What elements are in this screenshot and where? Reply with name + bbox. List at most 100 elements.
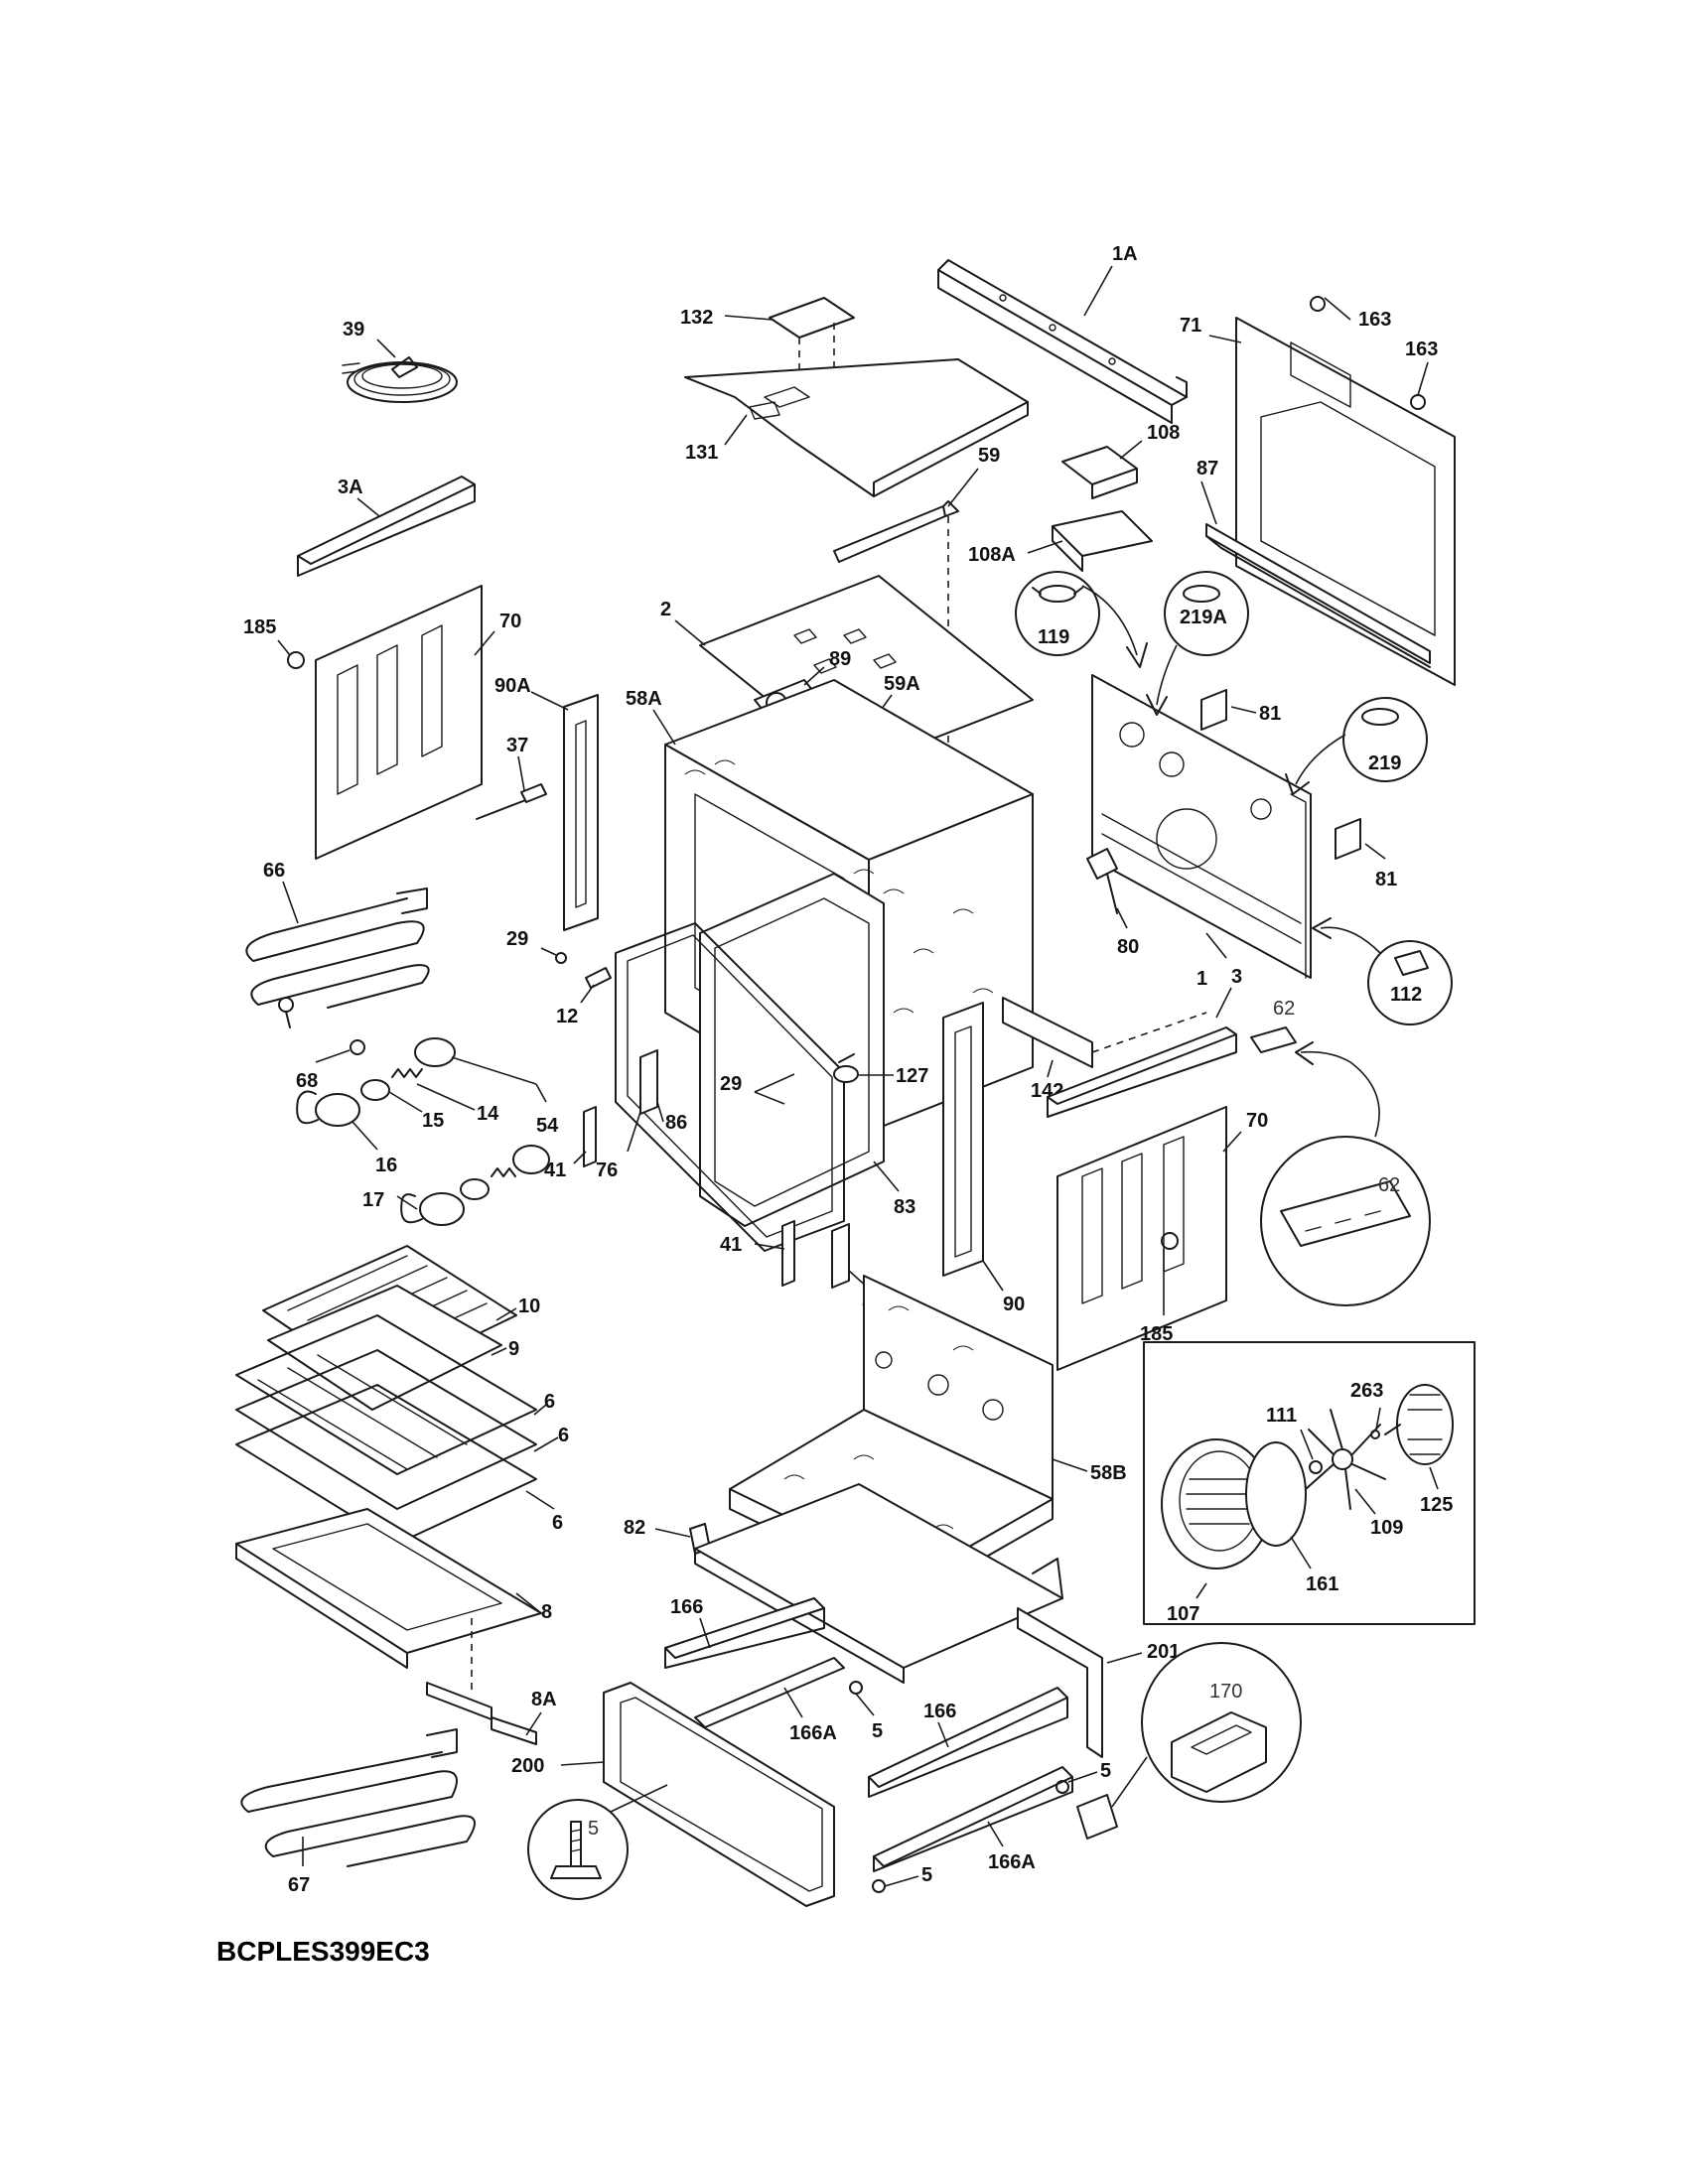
callout-108a: 108A <box>968 544 1016 566</box>
part-170-bracket <box>1076 1794 1118 1840</box>
callout-125: 125 <box>1420 1494 1453 1516</box>
part-58b-bottom-insulation <box>729 1275 1054 1599</box>
part-62-connector <box>1250 1026 1297 1053</box>
callout-87: 87 <box>1196 458 1218 479</box>
callout-90a: 90A <box>494 675 531 697</box>
part-76-door-gasket <box>615 922 845 1252</box>
callout-163-right: 163 <box>1405 339 1438 360</box>
part-59-tube <box>833 500 959 563</box>
part-12-sensor <box>585 967 612 989</box>
part-166a-rail-left <box>694 1657 845 1728</box>
callout-185-right: 185 <box>1140 1323 1173 1345</box>
callout-219: 219 <box>1368 752 1401 774</box>
part-67-bake-element <box>240 1728 476 1867</box>
part-1-rear-panel <box>1091 674 1312 979</box>
part-6-oven-racks <box>235 1314 537 1545</box>
fan-inset-box <box>1143 1341 1476 1625</box>
callout-86-upper: 86 <box>665 1112 687 1134</box>
part-37-sensor <box>476 783 547 820</box>
callout-81-lower: 81 <box>1375 869 1397 890</box>
callout-58a: 58A <box>626 688 662 710</box>
part-83-oven-liner <box>699 873 885 1227</box>
callout-108: 108 <box>1147 422 1180 444</box>
callout-111: 111 <box>1266 1405 1297 1427</box>
part-108-switch <box>1061 446 1138 499</box>
part-3-rail <box>1047 1026 1237 1118</box>
callout-17: 17 <box>362 1189 384 1211</box>
zoom-circle-170 <box>1141 1642 1302 1803</box>
part-166-slide-left <box>664 1597 825 1669</box>
part-125-fan-motor <box>1384 1384 1454 1465</box>
callout-5-right: 5 <box>1100 1760 1111 1782</box>
part-8a-bracket <box>426 1682 537 1745</box>
part-200-drawer-front <box>603 1682 835 1907</box>
callout-185-left: 185 <box>243 616 276 638</box>
part-14-spring <box>391 1068 516 1177</box>
callout-6-upper: 6 <box>544 1391 555 1413</box>
callout-132: 132 <box>680 307 713 329</box>
callout-263: 263 <box>1350 1380 1383 1402</box>
callout-166-right: 166 <box>923 1701 956 1722</box>
callout-89: 89 <box>829 648 851 670</box>
part-132-plate <box>769 297 855 339</box>
part-81-bracket-lower <box>1335 818 1361 860</box>
callout-3: 3 <box>1231 966 1242 988</box>
part-41-strip-lower <box>781 1220 795 1287</box>
callout-58b: 58B <box>1090 1462 1127 1484</box>
callout-54: 54 <box>536 1115 559 1137</box>
callout-170: 170 <box>1209 1681 1242 1703</box>
callout-166-left: 166 <box>670 1596 703 1618</box>
part-86-hinge-lower <box>831 1223 850 1289</box>
part-3a-bracket <box>297 476 476 577</box>
callout-67: 67 <box>288 1874 310 1896</box>
callout-1: 1 <box>1196 968 1207 990</box>
callout-16: 16 <box>375 1155 397 1176</box>
callout-81-upper: 81 <box>1259 703 1281 725</box>
callout-2: 2 <box>660 599 671 620</box>
callout-80: 80 <box>1117 936 1139 958</box>
callout-166a-left: 166A <box>789 1722 837 1744</box>
part-8-bottom-panel <box>235 1508 542 1669</box>
callout-59: 59 <box>978 445 1000 467</box>
part-1a-rail <box>937 259 1188 424</box>
callout-163-upper: 163 <box>1358 309 1391 331</box>
part-81-bracket-upper <box>1200 689 1227 731</box>
callout-70-left: 70 <box>499 611 521 632</box>
callout-82: 82 <box>624 1517 645 1539</box>
callout-15: 15 <box>422 1110 444 1132</box>
zoom-circle-219 <box>1342 697 1428 782</box>
callout-39: 39 <box>343 319 364 341</box>
part-263-washer <box>1370 1430 1380 1439</box>
zoom-circle-219a <box>1164 571 1249 656</box>
callout-219a: 219A <box>1180 607 1227 628</box>
callout-1a: 1A <box>1112 243 1138 265</box>
callout-8: 8 <box>541 1601 552 1623</box>
part-16-socket <box>315 1093 465 1226</box>
callout-6-lower: 6 <box>552 1512 563 1534</box>
callout-112: 112 <box>1390 984 1422 1006</box>
part-90a-strip <box>563 694 599 931</box>
part-70-side-panel-right <box>1056 1106 1227 1371</box>
callout-107: 107 <box>1167 1603 1199 1625</box>
zoom-circle-119 <box>1015 571 1100 656</box>
callout-66: 66 <box>263 860 285 882</box>
callout-14: 14 <box>477 1103 499 1125</box>
callout-3a: 3A <box>338 477 363 498</box>
callout-37: 37 <box>506 735 528 756</box>
callout-68: 68 <box>296 1070 318 1092</box>
part-41-strip-upper <box>583 1106 597 1167</box>
part-161-fan-ring <box>1245 1441 1307 1547</box>
callout-41-lower: 41 <box>720 1234 742 1256</box>
callout-5-zoom: 5 <box>588 1818 599 1840</box>
callout-76: 76 <box>596 1160 618 1181</box>
part-87-rail <box>1205 523 1431 668</box>
model-code: BCPLES399EC3 <box>216 1936 430 1967</box>
callout-161: 161 <box>1306 1573 1338 1595</box>
callout-70-right: 70 <box>1246 1110 1268 1132</box>
callout-200: 200 <box>511 1755 544 1777</box>
part-201-side-rail <box>1017 1607 1103 1758</box>
part-142-channel <box>1002 997 1093 1068</box>
callout-83: 83 <box>894 1196 915 1218</box>
part-80-sensor <box>1086 848 1118 914</box>
